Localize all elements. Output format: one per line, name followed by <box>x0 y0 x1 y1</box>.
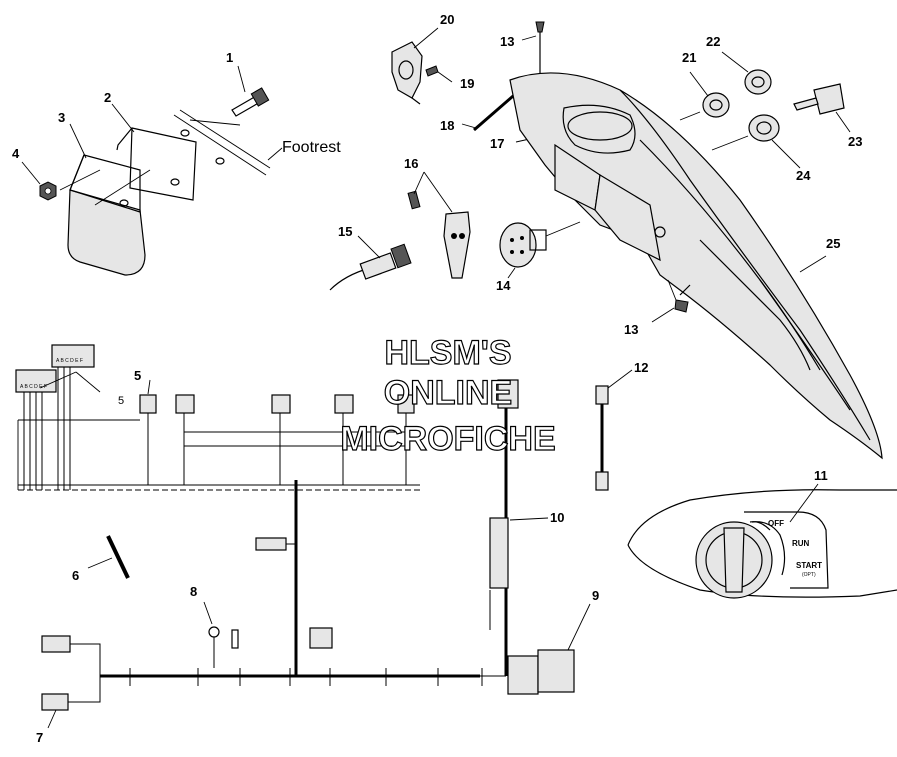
footrest-pad-part-3 <box>67 154 146 276</box>
nut-part-4 <box>39 181 57 201</box>
watermark-line-2: ONLINE <box>384 374 512 412</box>
callout-2: 2 <box>104 90 111 105</box>
screw-part-19 <box>425 65 439 77</box>
key-part-23 <box>793 83 845 115</box>
bolt-part-1 <box>231 87 270 117</box>
connector-pins-upper: A B C D E F <box>56 358 83 364</box>
bracket-part-20 <box>391 41 423 105</box>
magnet-part-16 <box>407 190 471 279</box>
callout-13-top: 13 <box>500 34 514 49</box>
wire-tie-part-18 <box>473 88 521 132</box>
callout-25: 25 <box>826 236 840 251</box>
switch-opt-label: (OPT) <box>802 572 816 578</box>
callout-20: 20 <box>440 12 454 27</box>
console-panel-part-25 <box>509 72 883 460</box>
callout-22: 22 <box>706 34 720 49</box>
watermark-line-3: MICROFICHE <box>340 420 555 458</box>
callout-15: 15 <box>338 224 352 239</box>
tie-strap-part-6 <box>106 535 130 579</box>
callout-23: 23 <box>848 134 862 149</box>
callout-9: 9 <box>592 588 599 603</box>
callout-6: 6 <box>72 568 79 583</box>
ignition-switch-part-14 <box>499 221 581 268</box>
callout-3: 3 <box>58 110 65 125</box>
spacer-block-part-2 <box>116 127 225 207</box>
switch-off-label: OFF <box>768 519 784 528</box>
callout-10: 10 <box>550 510 564 525</box>
callout-11: 11 <box>814 468 828 483</box>
callout-17: 17 <box>490 136 504 151</box>
footrest-label: Footrest <box>282 139 341 156</box>
callout-5: 5 <box>134 368 141 383</box>
callout-5-secondary: 5 <box>118 395 124 407</box>
callout-21: 21 <box>682 50 696 65</box>
callout-4: 4 <box>12 146 20 161</box>
sensor-part-15 <box>329 243 412 291</box>
jumper-part-12 <box>595 385 609 491</box>
switch-panel-part-11 <box>627 489 897 599</box>
callout-24: 24 <box>796 168 811 183</box>
callout-19: 19 <box>460 76 474 91</box>
grommet-part-22 <box>744 69 772 95</box>
watermark-line-1: HLSM'S <box>384 334 511 372</box>
washer-part-21 <box>702 92 730 118</box>
switch-start-label: START <box>796 561 822 570</box>
switch-run-label: RUN <box>792 539 810 548</box>
wire-harness-main <box>15 344 575 711</box>
callout-14: 14 <box>496 278 511 293</box>
callout-12: 12 <box>634 360 648 375</box>
callout-16: 16 <box>404 156 418 171</box>
callout-7: 7 <box>36 730 43 745</box>
connector-pins-lower: A B C D E F <box>20 384 47 390</box>
screw-part-13-bottom <box>667 279 689 313</box>
grommet-part-24 <box>748 114 780 142</box>
callout-8: 8 <box>190 584 197 599</box>
callout-18: 18 <box>440 118 454 133</box>
footrest-edge-lines <box>59 109 271 206</box>
callout-1: 1 <box>226 50 233 65</box>
callout-13-bottom: 13 <box>624 322 638 337</box>
